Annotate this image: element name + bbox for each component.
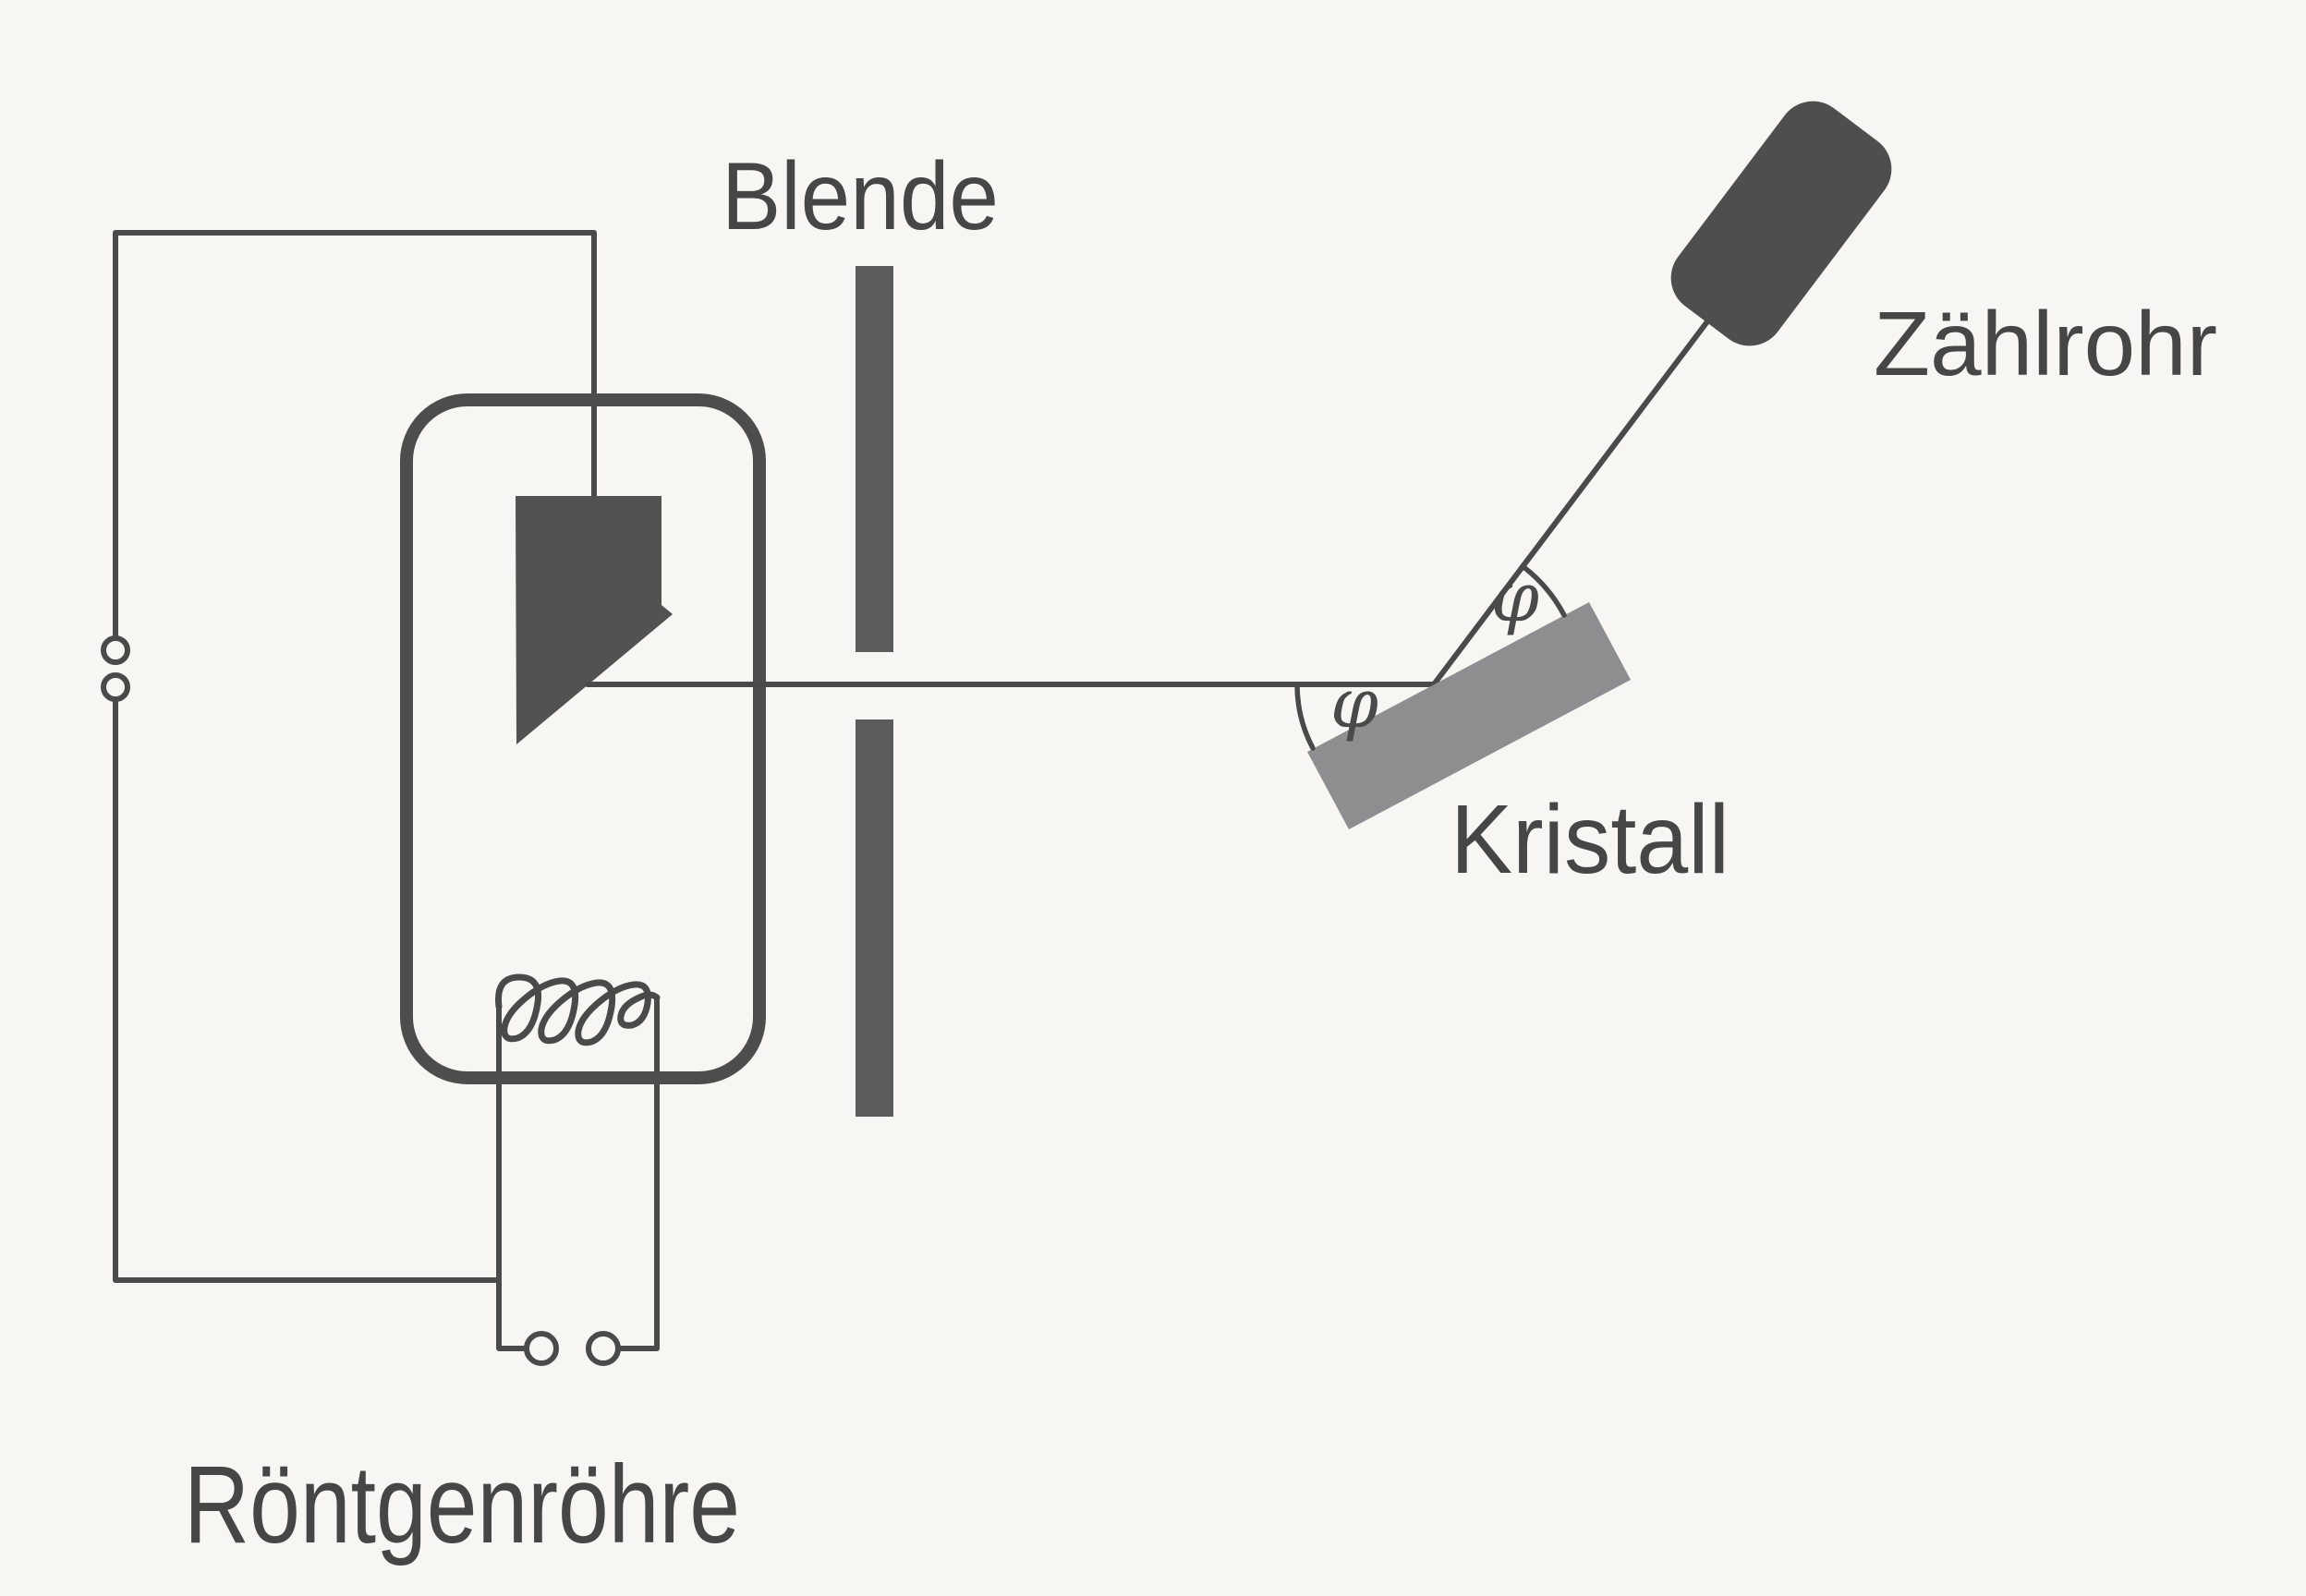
crystal-slab bbox=[1307, 602, 1631, 829]
heater-terminal-left-icon bbox=[524, 1331, 559, 1366]
slit-bar-upper bbox=[856, 266, 893, 652]
counter-tube-body bbox=[1670, 101, 1892, 346]
incident-angle-symbol: φ bbox=[1330, 664, 1378, 744]
hv-terminal-top-icon bbox=[101, 635, 130, 665]
anode-supply-wire bbox=[113, 230, 597, 640]
counter-tube-label: Zählrohr bbox=[1874, 293, 2217, 394]
filament-coil-icon bbox=[494, 973, 661, 1046]
xray-tube-label: Röntgenröhre bbox=[184, 1443, 740, 1566]
crystal-label: Kristall bbox=[1450, 785, 1730, 894]
aperture-label: Blende bbox=[722, 143, 999, 250]
reflected-angle-arc bbox=[1520, 563, 1567, 618]
filament-circuit bbox=[494, 973, 661, 1366]
reflected-angle-symbol: φ bbox=[1491, 558, 1539, 637]
xray-tube-envelope bbox=[400, 393, 766, 1084]
slit-bar-lower bbox=[856, 719, 893, 1117]
anode-block bbox=[516, 496, 673, 744]
filament-right-leg bbox=[615, 995, 660, 1351]
cathode-supply-wire bbox=[113, 697, 502, 1283]
filament-left-leg bbox=[496, 1004, 529, 1351]
high-voltage-circuit bbox=[101, 230, 597, 1283]
incident-angle-arc bbox=[1294, 682, 1316, 751]
angle-arcs bbox=[1294, 563, 1567, 751]
